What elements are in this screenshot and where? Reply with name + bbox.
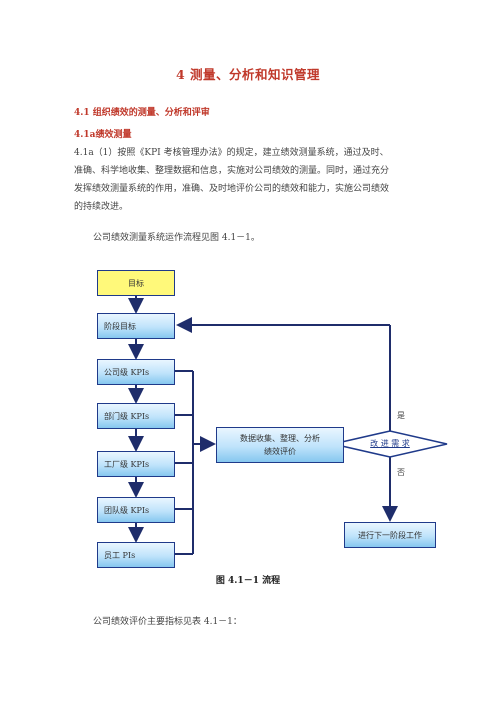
yes-label: 是 (397, 411, 405, 420)
paragraph-flow-intro: 公司绩效测量系统运作流程见图 4.1－1。 (93, 233, 260, 243)
kpi-box-company: 公司级 KPIs (97, 359, 175, 385)
no-label: 否 (397, 468, 405, 477)
section-heading-4-1: 4.1 组织绩效的测量、分析和评审 (74, 108, 210, 118)
data-analysis-box: 数据收集、整理、分析 绩效评价 (216, 427, 344, 463)
paragraph-4-1a-1: 4.1a（1）按照《KPI 考核管理办法》的规定，建立绩效测量系统，通过及时、 … (74, 144, 430, 216)
decision-diamond (332, 430, 448, 458)
paragraph-table-intro: 公司绩效评价主要指标见表 4.1－1： (93, 617, 242, 627)
paragraph-line: 发挥绩效测量系统的作用，准确、及时地评价公司的绩效和能力，实施公司绩效 (74, 184, 390, 194)
section-heading-4-1a: 4.1a绩效测量 (74, 130, 132, 140)
kpi-box-factory: 工厂级 KPIs (97, 451, 175, 477)
data-analysis-line-1: 数据收集、整理、分析 (240, 434, 320, 443)
next-stage-box: 进行下一阶段工作 (344, 522, 436, 548)
pi-box-employee: 员工 PIs (97, 542, 175, 568)
page-title: 4 测量、分析和知识管理 (175, 67, 321, 82)
kpi-box-team: 团队级 KPIs (97, 497, 175, 523)
figure-caption: 图 4.1－1 流程 (215, 576, 281, 586)
paragraph-line: 准确、科学地收集、整理数据和信息，实施对公司绩效的测量。同时，通过充分 (74, 166, 390, 176)
goal-box: 目标 (97, 270, 175, 296)
decision-label: 改 进 需 求 (370, 439, 410, 448)
paragraph-line: 的持续改进。 (74, 202, 129, 212)
stage-goal-box: 阶段目标 (97, 313, 175, 339)
data-analysis-line-2: 绩效评价 (264, 447, 296, 456)
kpi-box-department: 部门级 KPIs (97, 403, 175, 429)
paragraph-line: 4.1a（1）按照《KPI 考核管理办法》的规定，建立绩效测量系统，通过及时、 (74, 148, 389, 158)
